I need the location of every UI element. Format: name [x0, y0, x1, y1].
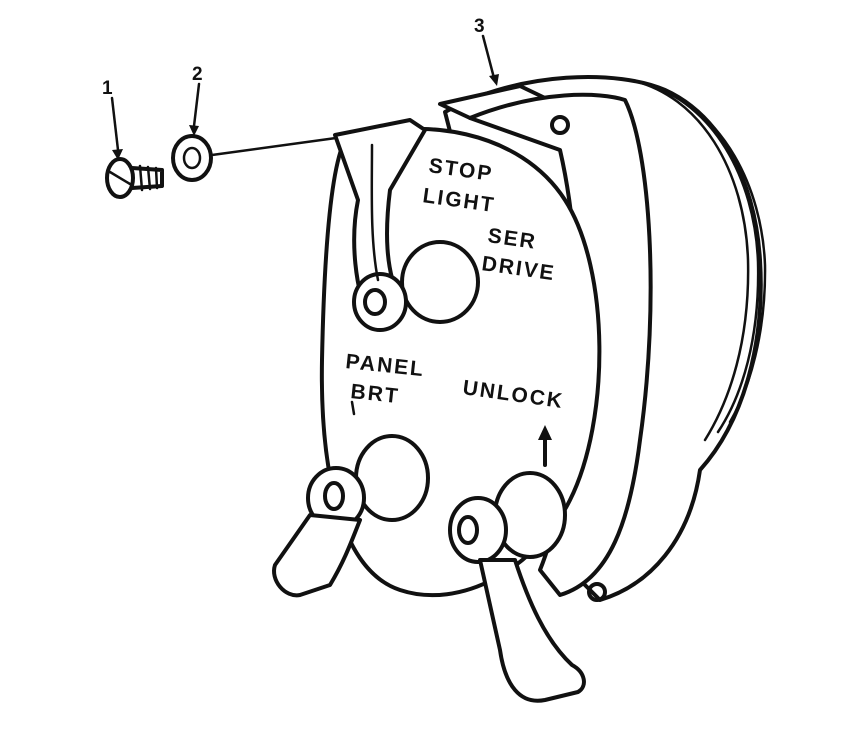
callout-2: 2 [192, 64, 203, 85]
callout-1: 1 [102, 78, 113, 99]
unlock-arrow-icon [538, 425, 552, 467]
alignment-line [210, 136, 338, 157]
callout-leaders [110, 34, 499, 160]
lock-washer [171, 134, 213, 182]
label-brt: BRT [349, 380, 400, 408]
panel-brt-lever [272, 434, 430, 598]
callout-3: 3 [474, 16, 485, 37]
upper-lever [333, 118, 480, 332]
screw [105, 157, 164, 199]
unlock-lever [448, 471, 586, 703]
